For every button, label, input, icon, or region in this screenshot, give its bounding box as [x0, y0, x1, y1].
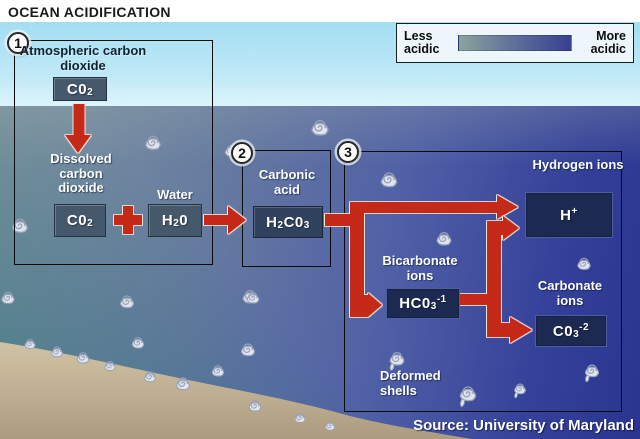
- atmospheric-co2-label: Atmospheric carbon dioxide: [19, 43, 147, 73]
- step-3-badge: 3: [337, 141, 359, 163]
- deformed-shells-label: Deformed shells: [380, 368, 441, 398]
- legend-more-label: More acidic: [590, 28, 626, 56]
- step3-frame: [344, 151, 622, 412]
- acidity-gradient-bar: [458, 35, 572, 51]
- acidity-legend: Less acidic More acidic: [396, 23, 634, 63]
- hydrogen-ion-chip: H+: [525, 192, 613, 238]
- title-bar: OCEAN ACIDIFICATION: [0, 0, 640, 22]
- ocean-scene: Less acidic More acidic 1 2 3 Atmospheri…: [0, 22, 640, 439]
- dissolved-co2-label: Dissolved carbon dioxide: [50, 151, 112, 196]
- source-credit: Source: University of Maryland: [413, 417, 634, 434]
- water-label: Water: [157, 187, 193, 202]
- step-1-badge: 1: [7, 32, 29, 54]
- carbonic-acid-label: Carbonic acid: [258, 167, 316, 197]
- hydrogen-ions-label: Hydrogen ions: [532, 157, 624, 172]
- page-title: OCEAN ACIDIFICATION: [8, 4, 171, 20]
- step1-frame: [14, 40, 213, 265]
- step-2-badge: 2: [231, 142, 253, 164]
- carbonate-ions-label: Carbonate ions: [537, 278, 603, 308]
- bicarbonate-ions-label: Bicarbonate ions: [382, 253, 458, 283]
- legend-less-label: Less acidic: [404, 28, 440, 56]
